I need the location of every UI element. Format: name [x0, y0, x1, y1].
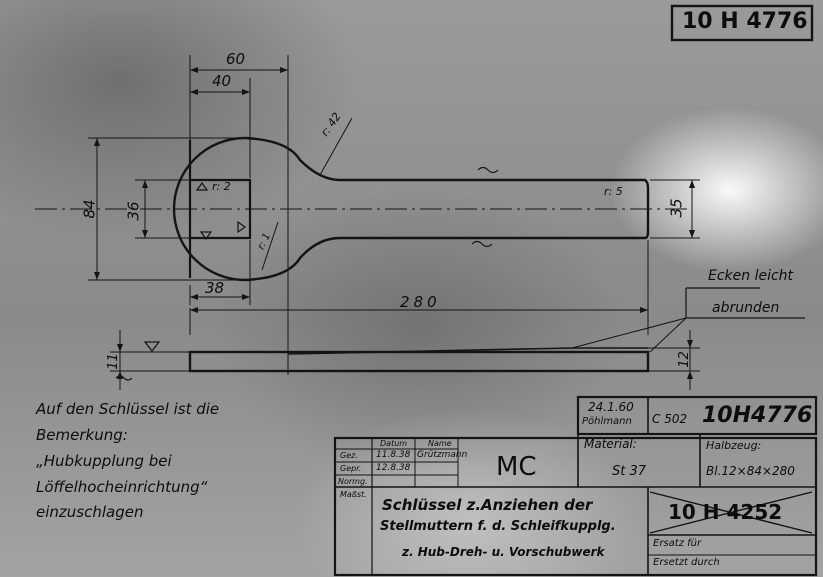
- gez-date: 11.8.38: [376, 450, 411, 460]
- gez-name: Grützmann: [417, 450, 468, 460]
- dim-36: 36: [124, 201, 143, 221]
- note-corners-line1: Ecken leicht: [708, 268, 794, 284]
- shaft-outline: [244, 136, 650, 282]
- mc-mark: MC: [496, 452, 537, 482]
- issuer: Pöhlmann: [582, 416, 632, 427]
- dim-60: 60: [226, 50, 246, 68]
- dim-r5: r: 5: [604, 185, 623, 198]
- ersetzt-durch: Ersetzt durch: [653, 557, 720, 568]
- header-datum: Datum: [380, 439, 408, 448]
- drawing-number-top: 10 H 4776: [682, 9, 808, 34]
- dim-280: 280: [400, 293, 441, 311]
- note-corners-line2: abrunden: [712, 300, 780, 316]
- title-line2: Stellmuttern f. d. Schleifkupplg.: [380, 519, 616, 534]
- remark-line1: Auf den Schlüssel ist die: [36, 400, 220, 418]
- dim-84: 84: [80, 199, 99, 219]
- row-normg: Normg.: [338, 477, 368, 486]
- issue-date: 24.1.60: [588, 400, 634, 414]
- drawing-number: 10H4776: [702, 403, 813, 428]
- dim-40: 40: [212, 72, 232, 90]
- title-line1: Schlüssel z.Anziehen der: [382, 496, 593, 514]
- drawing-number-box: [670, 4, 814, 42]
- material-value: St 37: [612, 464, 647, 479]
- dim-12: 12: [676, 351, 692, 368]
- remark-line2: Bemerkung:: [36, 426, 128, 444]
- semi-label: Halbzeug:: [706, 439, 762, 452]
- side-view-outline: [188, 350, 650, 373]
- ersatz-fuer: Ersatz für: [653, 538, 702, 549]
- title-block: [333, 436, 818, 577]
- old-drawing-number: 10 H 4252: [668, 500, 783, 524]
- row-gepr: Gepr.: [340, 464, 362, 473]
- code: C 502: [652, 412, 688, 426]
- dim-11: 11: [105, 353, 121, 370]
- semi-value: Bl.12×84×280: [706, 464, 795, 478]
- dim-35: 35: [667, 198, 686, 218]
- remark-line5: einzuschlagen: [36, 503, 144, 521]
- scale-label: Maßst.: [340, 490, 367, 499]
- gepr-date: 12.8.38: [376, 463, 411, 473]
- material-label: Material:: [584, 437, 637, 451]
- head-outline: [172, 136, 246, 282]
- dim-38: 38: [205, 279, 225, 297]
- title-line3: z. Hub-Dreh- u. Vorschubwerk: [402, 545, 605, 559]
- dim-r2: r: 2: [212, 180, 231, 193]
- row-gez: Gez.: [340, 451, 358, 460]
- remark-line3: „Hubkupplung bei: [36, 452, 172, 470]
- remark-line4: Löffelhocheinrichtung“: [36, 478, 208, 496]
- header-name: Name: [428, 439, 452, 448]
